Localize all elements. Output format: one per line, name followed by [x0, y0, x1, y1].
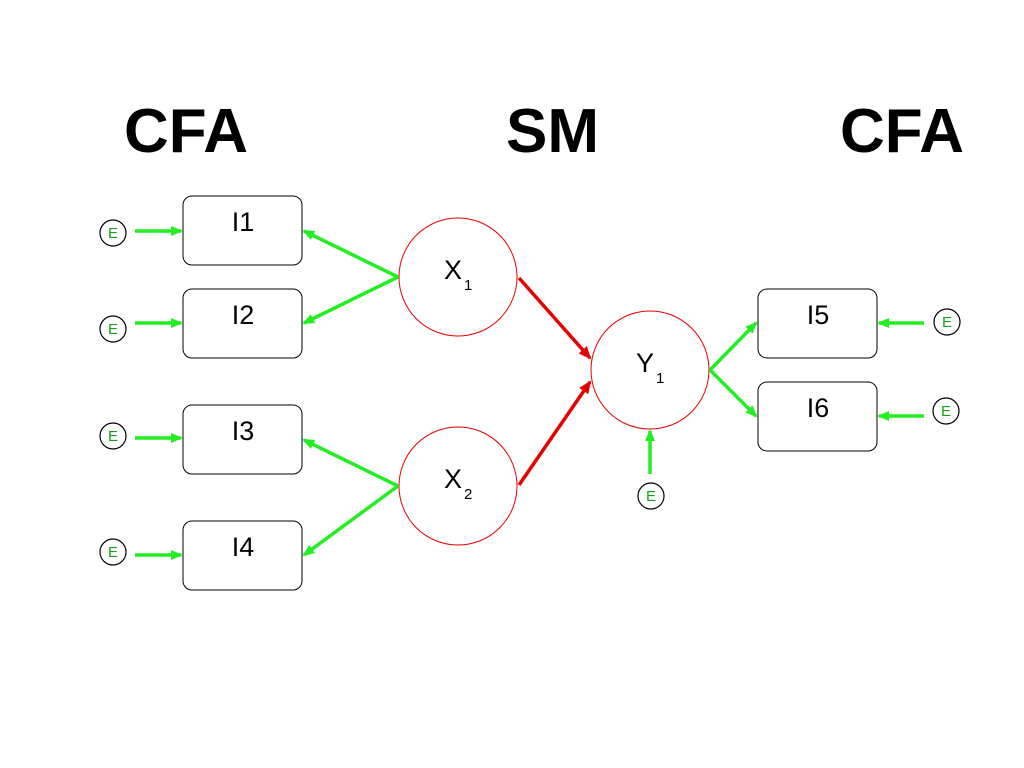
indicator-i1: I1 [182, 195, 303, 266]
latent-y1: Y 1 [590, 310, 710, 430]
heading-cfa-right: CFA [840, 97, 964, 166]
error-label: E [108, 428, 118, 445]
latent-x2: X 2 [398, 426, 518, 546]
latent-y1-label: Y [636, 348, 654, 378]
indicator-i4: I4 [182, 520, 303, 591]
latent-y1-subscript: 1 [656, 370, 664, 387]
error-term-i3: E [99, 422, 183, 450]
loading-arrow-y1-i6 [708, 368, 758, 418]
latent-x1: X 1 [398, 217, 518, 337]
error-label: E [942, 314, 952, 331]
error-label: E [646, 488, 656, 505]
indicator-i3: I3 [182, 404, 303, 475]
loading-arrow-x2-i4 [302, 484, 400, 557]
error-label: E [108, 544, 118, 561]
path-arrow-x2-y1 [517, 380, 592, 486]
error-term-i1: E [99, 219, 183, 247]
latent-x2-label: X [444, 464, 462, 494]
loading-arrow-y1-i5 [708, 321, 758, 372]
indicator-i5: I5 [757, 288, 878, 359]
indicator-i4-label: I4 [232, 532, 255, 562]
indicator-i2: I2 [182, 288, 303, 359]
error-label: E [108, 225, 118, 242]
indicator-i1-label: I1 [232, 207, 255, 237]
indicator-i6-label: I6 [807, 393, 830, 423]
error-label: E [108, 321, 118, 338]
heading-sm: SM [506, 97, 599, 166]
loading-arrow-x1-i2 [302, 275, 399, 325]
error-term-i6: E [877, 397, 960, 425]
latent-x1-subscript: 1 [464, 277, 472, 294]
indicator-i2-label: I2 [232, 300, 255, 330]
latent-x1-label: X [444, 255, 462, 285]
error-term-y1: E [637, 429, 665, 510]
heading-cfa-left: CFA [124, 97, 248, 166]
path-arrow-x1-y1 [517, 276, 592, 360]
indicator-i5-label: I5 [807, 300, 830, 330]
loading-arrow-x2-i3 [302, 438, 399, 488]
indicator-i6: I6 [757, 381, 878, 452]
error-term-i4: E [99, 538, 183, 566]
latent-x2-subscript: 2 [464, 486, 472, 503]
loading-arrow-x1-i1 [302, 229, 399, 279]
indicator-i3-label: I3 [232, 416, 255, 446]
error-term-i2: E [99, 315, 183, 343]
error-label: E [941, 403, 951, 420]
error-term-i5: E [877, 308, 961, 336]
